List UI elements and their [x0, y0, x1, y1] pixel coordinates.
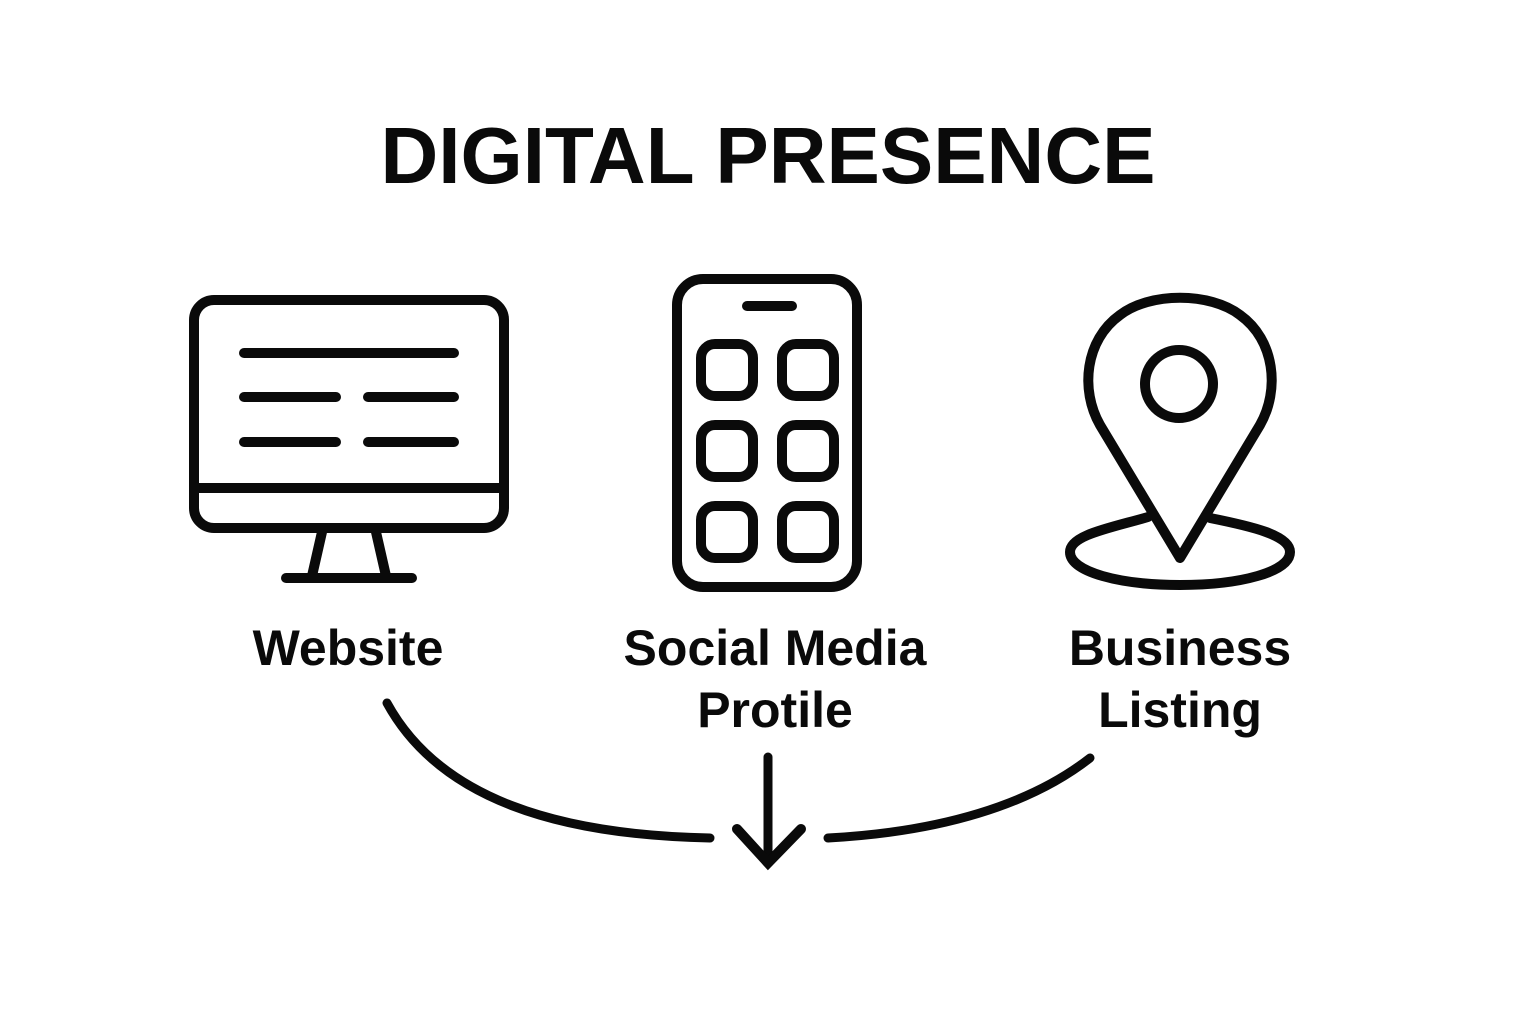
label-website: Website	[198, 617, 498, 679]
left-curve-connector	[382, 698, 715, 843]
label-social-media-profile: Social Media Protile	[575, 617, 975, 741]
label-social-line2: Protile	[697, 682, 853, 738]
diagram-title: DIGITAL PRESENCE	[380, 111, 1156, 200]
location-pin-icon	[1065, 292, 1295, 590]
label-website-line1: Website	[252, 620, 444, 676]
label-business-listing: Business Listing	[1030, 617, 1330, 741]
label-business-line1: Business	[1068, 620, 1292, 676]
smartphone-apps-icon	[672, 274, 862, 592]
right-curve-connector	[823, 753, 1095, 843]
label-business-line2: Listing	[1098, 682, 1262, 738]
arrow-down-icon	[732, 824, 806, 871]
monitor-icon	[189, 295, 509, 583]
label-social-line1: Social Media	[623, 620, 927, 676]
